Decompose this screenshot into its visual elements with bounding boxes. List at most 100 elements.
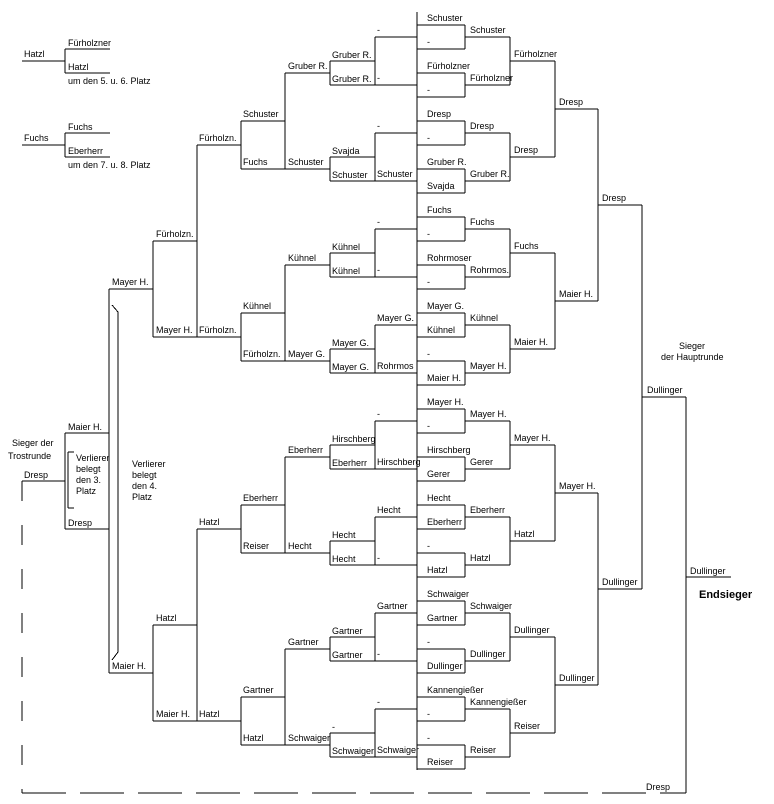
r4-right-name: Mayer H. — [559, 481, 596, 491]
r2-left-name: Schwaiger — [332, 746, 374, 756]
r2-left-name: Gruber R. — [332, 74, 372, 84]
r1-right-name: Schuster — [427, 13, 463, 23]
r1-left-name: Hecht — [377, 505, 401, 515]
r2-right-name: Eberherr — [470, 505, 505, 515]
r2-right-name: Hatzl — [470, 553, 491, 563]
cons-caption: Sieger der — [12, 438, 54, 448]
r3-right-name: Maier H. — [514, 337, 548, 347]
r3-left-name: Mayer G. — [288, 349, 325, 359]
r4-left-name: Gartner — [243, 685, 274, 695]
r4-left-name: Eberherr — [243, 493, 278, 503]
loser-fourth-text: Platz — [132, 492, 153, 502]
brace — [111, 304, 119, 313]
r3-right-name: Hatzl — [514, 529, 535, 539]
r2-left-name: Gartner — [332, 626, 363, 636]
r1-left-name: Gartner — [377, 601, 408, 611]
r2-left-name: Hirschberg — [332, 434, 376, 444]
r4-right-name: Maier H. — [559, 289, 593, 299]
cons-semi-bottom: Dresp — [68, 518, 92, 528]
main-winner-caption: der Hauptrunde — [661, 352, 724, 362]
r3-left-name: Schwaiger — [288, 733, 330, 743]
r6-left-name: Maier H. — [156, 709, 190, 719]
r3-right-name: Fuchs — [514, 241, 539, 251]
r3-right-name: Dresp — [514, 145, 538, 155]
r1-right-name: - — [427, 85, 430, 95]
r1-right-name: Eberherr — [427, 517, 462, 527]
r4-left-name: Kühnel — [243, 301, 271, 311]
r1-right-name: - — [427, 733, 430, 743]
place78-entry: Fuchs — [24, 133, 49, 143]
place56-bottom: Hatzl — [68, 62, 89, 72]
r4-left-name: Schuster — [243, 109, 279, 119]
r2-left-name: Gartner — [332, 650, 363, 660]
r1-right-name: Schwaiger — [427, 589, 469, 599]
loser-third-text: Verlierer — [76, 453, 110, 463]
r1-right-name: Gruber R. — [427, 157, 467, 167]
endsieger-label: Endsieger — [699, 589, 753, 601]
r2-right-name: Reiser — [470, 745, 496, 755]
r1-right-name: - — [427, 277, 430, 287]
place78-bottom: Eberherr — [68, 146, 103, 156]
r5-left-name: Hatzl — [199, 517, 220, 527]
r5-right-name: Dullinger — [602, 577, 638, 587]
r2-left-name: Kühnel — [332, 242, 360, 252]
r1-right-name: Hirschberg — [427, 445, 471, 455]
r1-left-name: - — [377, 697, 380, 707]
r1-right-name: Mayer G. — [427, 301, 464, 311]
r2-right-name: Schuster — [470, 25, 506, 35]
r1-left-name: - — [377, 73, 380, 83]
r3-right-name: Mayer H. — [514, 433, 551, 443]
r2-left-name: Hecht — [332, 554, 356, 564]
r1-left-name: - — [377, 409, 380, 419]
r1-right-name: Hecht — [427, 493, 451, 503]
r1-right-name: - — [427, 421, 430, 431]
r1-right-name: Reiser — [427, 757, 453, 767]
r2-left-name: Hecht — [332, 530, 356, 540]
main-winner-caption: Sieger — [679, 341, 705, 351]
r1-left-name: - — [377, 649, 380, 659]
r1-right-name: Dullinger — [427, 661, 463, 671]
r1-right-name: Kannengießer — [427, 685, 484, 695]
r5-left-name: Hatzl — [199, 709, 220, 719]
r2-left-name: Gruber R. — [332, 50, 372, 60]
r2-right-name: Kühnel — [470, 313, 498, 323]
cons-caption: Trostrunde — [8, 451, 51, 461]
cons-semi-top: Maier H. — [68, 422, 102, 432]
r6-left-name: Hatzl — [156, 613, 177, 623]
r4-right-name: Dullinger — [559, 673, 595, 683]
loser-fourth-text: den 4. — [132, 481, 157, 491]
final-runner-up: Dresp — [646, 782, 670, 792]
r2-left-name: Eberherr — [332, 458, 367, 468]
r2-right-name: Fürholzner — [470, 73, 513, 83]
r7-left-name: Maier H. — [112, 661, 146, 671]
r2-right-name: Dresp — [470, 121, 494, 131]
r1-right-name: - — [427, 349, 430, 359]
loser-fourth-text: belegt — [132, 470, 157, 480]
r2-left-name: Mayer G. — [332, 362, 369, 372]
r2-right-name: Rohrmos. — [470, 265, 509, 275]
r5-right-name: Dresp — [602, 193, 626, 203]
r6-left-name: Mayer H. — [156, 325, 193, 335]
r1-right-name: Svajda — [427, 181, 455, 191]
r2-right-name: Dullinger — [470, 649, 506, 659]
endsieger-name: Dullinger — [690, 566, 726, 576]
r1-right-name: Kühnel — [427, 325, 455, 335]
r6-left-name: Fürholzn. — [156, 229, 194, 239]
main-winner-name: Dullinger — [647, 385, 683, 395]
r1-left-name: - — [377, 217, 380, 227]
r4-right-name: Dresp — [559, 97, 583, 107]
r7-left-name: Mayer H. — [112, 277, 149, 287]
place56-caption: um den 5. u. 6. Platz — [68, 76, 151, 86]
r1-right-name: - — [427, 37, 430, 47]
r4-left-name: Reiser — [243, 541, 269, 551]
r2-right-name: Kannengießer — [470, 697, 527, 707]
place78-caption: um den 7. u. 8. Platz — [68, 160, 151, 170]
r3-left-name: Kühnel — [288, 253, 316, 263]
place56-top: Fürholzner — [68, 38, 111, 48]
r1-left-name: - — [377, 121, 380, 131]
r5-left-name: Fürholzn. — [199, 133, 237, 143]
r5-left-name: Fürholzn. — [199, 325, 237, 335]
r4-left-name: Hatzl — [243, 733, 264, 743]
r2-right-name: Gerer — [470, 457, 493, 467]
